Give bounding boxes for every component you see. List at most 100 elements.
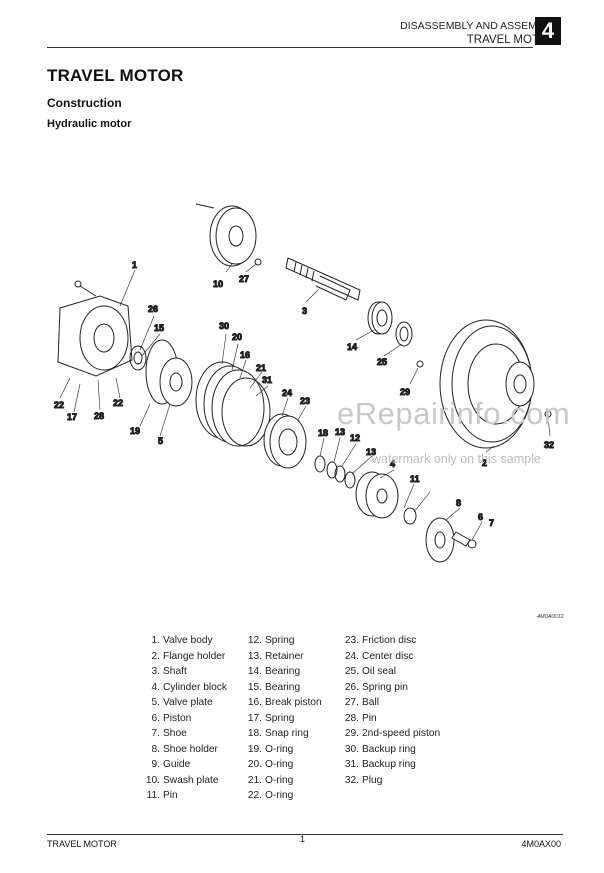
legend-item: 3.Shaft <box>151 666 187 677</box>
legend-item: 29.2nd-speed piston <box>344 728 441 739</box>
callout-10: 10 <box>213 279 223 289</box>
figure-code: 4M0A0012 <box>537 614 564 620</box>
legend-item: 23.Friction disc <box>344 635 417 646</box>
legend-item: 10.Swash plate <box>145 774 219 786</box>
callout-13a: 13 <box>335 427 345 437</box>
legend-item: 14.Bearing <box>247 666 301 677</box>
part-oil-seal <box>395 321 413 347</box>
callout-12: 12 <box>350 433 360 443</box>
subsection-subtitle: Hydraulic motor <box>47 118 132 130</box>
callout-21: 21 <box>256 363 266 373</box>
legend-item: 18.Snap ring <box>247 728 309 739</box>
legend-item: 13.Retainer <box>247 650 304 662</box>
part-cylinder-block <box>355 471 399 519</box>
callout-5: 5 <box>158 436 163 446</box>
part-valve-body <box>57 280 133 377</box>
callout-20: 20 <box>232 332 242 342</box>
callout-19: 19 <box>130 426 140 436</box>
callout-31: 31 <box>262 375 272 385</box>
callout-17: 17 <box>67 412 77 422</box>
legend-item: 7.Shoe <box>151 728 187 739</box>
legend-item: 2.Flange holder <box>151 650 226 662</box>
legend-item: 25.Oil seal <box>344 666 396 677</box>
callout-23: 23 <box>300 396 310 406</box>
document-code: 4M0AX00 <box>521 839 561 849</box>
watermark-site: eRepairinfo.com <box>337 396 571 431</box>
callout-16: 16 <box>240 350 250 360</box>
legend-item: 26.Spring pin <box>344 681 408 693</box>
legend-item: 32.Plug <box>344 774 383 786</box>
callout-14: 14 <box>347 342 357 352</box>
legend-item: 16.Break piston <box>247 697 322 708</box>
callout-22a: 22 <box>54 400 64 410</box>
callout-4: 4 <box>390 459 395 469</box>
part-plug <box>544 410 552 418</box>
legend-item: 30.Backup ring <box>344 743 416 755</box>
legend-item: 4.Cylinder block <box>151 681 227 693</box>
legend-item: 21.O-ring <box>247 774 294 786</box>
header-topic: TRAVEL MOTOR <box>466 34 556 46</box>
callout-24: 24 <box>282 388 292 398</box>
page-title: TRAVEL MOTOR <box>47 66 184 85</box>
legend-item: 6.Piston <box>151 712 192 724</box>
legend-item: 28.Pin <box>344 712 377 724</box>
legend-item: 11.Pin <box>146 790 178 801</box>
legend-item: 24.Center disc <box>344 650 414 662</box>
callout-29: 29 <box>400 387 410 397</box>
callout-15: 15 <box>154 323 164 333</box>
running-header: DISASSEMBLY AND ASSEMBLY TRAVEL MOTOR <box>400 19 556 47</box>
footer-title: TRAVEL MOTOR <box>47 839 117 849</box>
part-shoe-holder <box>425 517 455 563</box>
section-subtitle: Construction <box>47 96 122 110</box>
header-section: DISASSEMBLY AND ASSEMBLY <box>400 20 556 32</box>
legend-item: 1.Valve body <box>151 635 213 646</box>
callout-7: 7 <box>489 518 494 528</box>
parts-legend-col-3: 23.Friction disc 24.Center disc 25.Oil s… <box>335 633 440 788</box>
callout-32: 32 <box>544 440 554 450</box>
callout-3: 3 <box>302 306 307 316</box>
legend-item: 20.O-ring <box>247 759 294 770</box>
part-break-piston <box>195 361 271 447</box>
part-2nd-speed-piston <box>416 360 424 368</box>
part-valve-plate <box>159 357 193 407</box>
legend-item: 12.Spring <box>247 635 295 646</box>
callout-18: 18 <box>318 428 328 438</box>
watermark-note: watermark only on this sample <box>372 452 541 466</box>
page-number: 1 <box>300 834 306 844</box>
exploded-view-diagram: 1 2 3 4 5 6 7 8 10 11 12 13 13 14 15 16 … <box>54 203 555 563</box>
legend-item: 27.Ball <box>344 697 379 708</box>
callout-11: 11 <box>410 474 420 484</box>
part-swash-plate <box>195 203 257 267</box>
callout-30: 30 <box>219 321 229 331</box>
part-ball <box>254 258 262 266</box>
callout-13b: 13 <box>366 447 376 457</box>
part-friction-disc <box>263 413 307 469</box>
part-bearing-15 <box>129 345 147 371</box>
legend-item: 8.Shoe holder <box>151 743 218 755</box>
part-guide <box>403 507 417 525</box>
callout-25: 25 <box>377 357 387 367</box>
legend-item: 31.Backup ring <box>344 759 416 770</box>
callout-26: 26 <box>148 304 158 314</box>
callout-1: 1 <box>132 260 137 270</box>
legend-item: 17.Spring <box>247 712 295 724</box>
part-piston-shoe <box>451 531 477 549</box>
parts-legend-col-2: 12.Spring 13.Retainer 14.Bearing 15.Bear… <box>238 633 322 804</box>
callout-2: 2 <box>482 458 487 468</box>
callout-27: 27 <box>239 274 249 284</box>
callout-28: 28 <box>94 411 104 421</box>
callout-labels: 1 2 3 4 5 6 7 8 10 11 12 13 13 14 15 16 … <box>54 260 555 529</box>
legend-item: 22.O-ring <box>247 790 294 801</box>
legend-item: 19.O-ring <box>247 743 294 755</box>
part-flange-holder <box>439 319 535 449</box>
leader-lines <box>59 263 551 541</box>
callout-8: 8 <box>456 498 461 508</box>
footer-rule <box>47 834 563 835</box>
header-rule <box>47 47 533 48</box>
legend-item: 5.Valve plate <box>151 697 213 708</box>
parts-legend-col-1: 1.Valve body 2.Flange holder 3.Shaft 4.C… <box>136 633 227 804</box>
part-spring-retainer-stack <box>314 455 356 489</box>
chapter-number-badge: 4 <box>535 17 561 45</box>
part-shaft <box>285 257 361 301</box>
callout-6: 6 <box>478 512 483 522</box>
